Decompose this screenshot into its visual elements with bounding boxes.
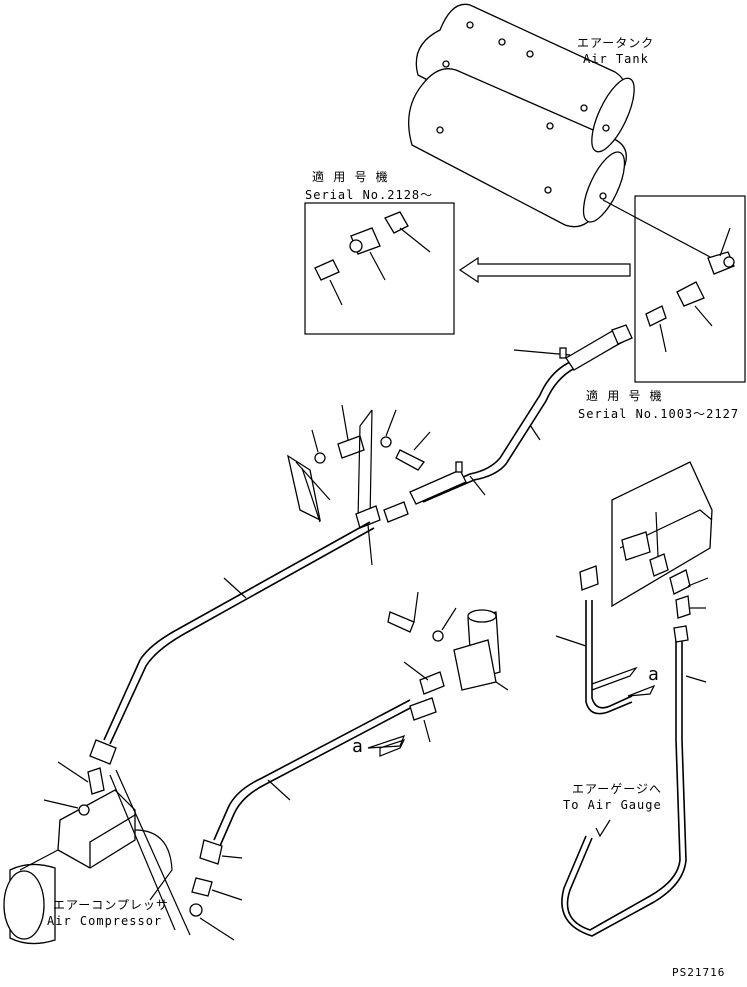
serial-old-label-jp: 適 用 号 機 [586,389,663,403]
ref-a-left: a [352,736,364,757]
inset-box-old-serial [634,195,746,383]
serial-old-label-en: Serial No.1003～2127 [578,407,740,421]
filter-valve [379,591,509,757]
gauge-label-en: To Air Gauge [563,798,662,812]
reference-arrow [458,256,631,284]
tube-to-compressor [89,521,375,765]
air-compressor [3,761,191,945]
tube-loop-right [555,600,638,715]
air-tank [408,3,635,228]
inset-box-new-serial [304,202,455,335]
tube-to-valve [189,699,415,941]
compressor-label-en: Air Compressor [47,914,163,928]
ref-arrow-right [627,684,656,697]
inset-new-fittings [314,211,431,306]
air-tank-label-jp: エアータンク [577,36,655,50]
serial-new-label-en: Serial No.2128～ [305,188,434,202]
compressor-label-jp: エアーコンプレッサ [53,898,169,912]
air-tank-label-en: Air Tank [583,52,649,66]
serial-new-label-jp: 適 用 号 機 [312,170,389,184]
tube-to-gauge [561,625,707,937]
hose-upper [409,324,633,505]
instrument-panel [579,461,713,619]
ref-a-right: a [648,664,660,685]
bracket-assembly [287,404,431,566]
gauge-label-jp: エアーゲージへ [572,782,663,796]
drawing-code: PS21716 [672,966,726,979]
inset-old-fittings [602,199,735,353]
ref-arrow-left [367,735,406,749]
